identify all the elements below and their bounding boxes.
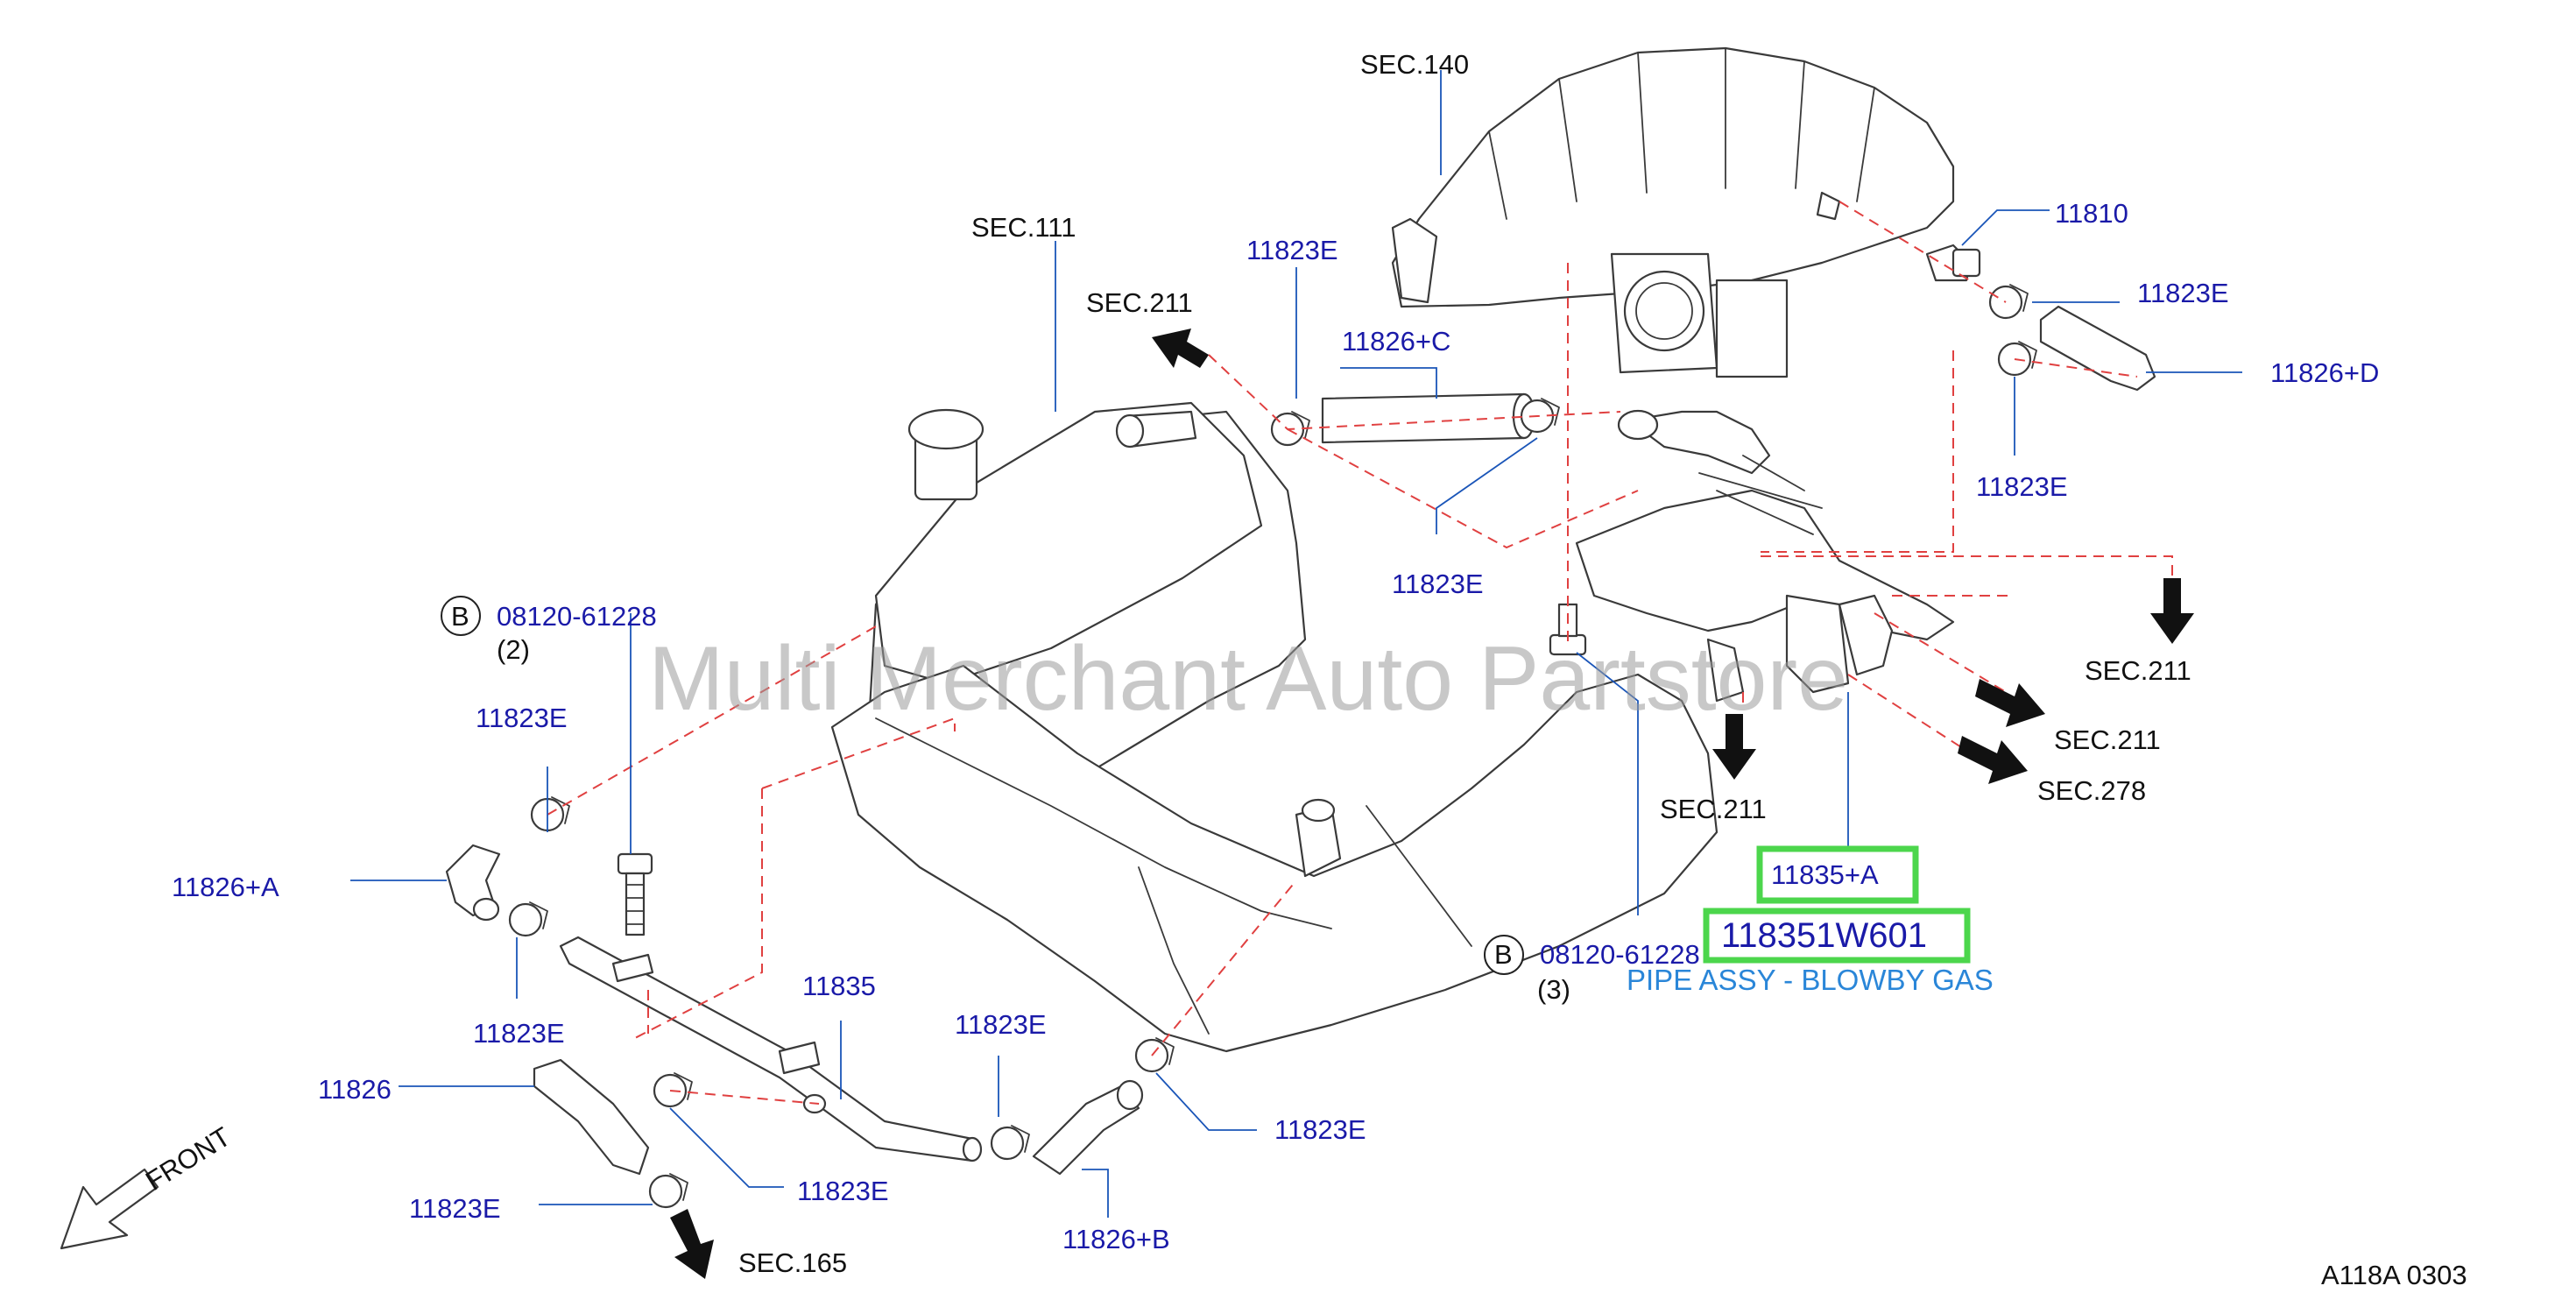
label-sec211-center[interactable]: SEC.211 bbox=[1660, 794, 1767, 824]
label-11826[interactable]: 11826 bbox=[318, 1074, 392, 1105]
highlight-box-118351w601 bbox=[1703, 908, 1971, 964]
arrow-sec211-center bbox=[1712, 714, 1756, 780]
label-bolt-qty-left: (2) bbox=[497, 634, 530, 665]
arrow-sec165 bbox=[670, 1209, 714, 1279]
label-11823e-mid[interactable]: 11823E bbox=[1392, 569, 1484, 599]
diagram-code: A118A 0303 bbox=[2321, 1260, 2467, 1290]
label-11823e-low2[interactable]: 11823E bbox=[409, 1193, 501, 1224]
blowby-pipe-assembly bbox=[1575, 409, 1955, 703]
routing-dashed-lines bbox=[547, 201, 2173, 1105]
clamps bbox=[508, 284, 2037, 1209]
bolt-b-left: B bbox=[451, 601, 469, 632]
pipe-11835 bbox=[559, 936, 983, 1162]
label-11823e-lowright[interactable]: 11823E bbox=[1274, 1114, 1366, 1145]
label-11823e-top[interactable]: 11823E bbox=[1246, 235, 1338, 265]
watermark: Multi Merchant Auto Partstore bbox=[648, 628, 1848, 730]
highlight-box-11835a bbox=[1756, 845, 1919, 904]
hose-11826-a bbox=[445, 844, 501, 922]
label-11823e-left2[interactable]: 11823E bbox=[473, 1018, 565, 1049]
label-bolt-right[interactable]: 08120-61228 bbox=[1540, 939, 1700, 970]
label-11826b[interactable]: 11826+B bbox=[1062, 1224, 1170, 1254]
label-sec111[interactable]: SEC.111 bbox=[971, 212, 1076, 243]
arrow-sec278 bbox=[1958, 736, 2028, 784]
arrow-sec211-top bbox=[1152, 329, 1209, 368]
pcv-valve-11810 bbox=[1925, 244, 1981, 282]
bolt-b-right: B bbox=[1494, 939, 1513, 970]
label-sec211-right[interactable]: SEC.211 bbox=[2085, 655, 2191, 686]
label-sec140[interactable]: SEC.140 bbox=[1360, 49, 1469, 80]
label-11823e-lowmid[interactable]: 11823E bbox=[955, 1009, 1047, 1040]
bolt-callout-circle-left bbox=[441, 596, 481, 636]
front-label: FRONT bbox=[140, 1121, 236, 1197]
label-sec278[interactable]: SEC.278 bbox=[2037, 775, 2146, 806]
label-118351w601[interactable]: 118351W601 bbox=[1721, 916, 1927, 955]
label-bolt-qty-right: (3) bbox=[1537, 974, 1570, 1005]
label-11823e-left1[interactable]: 11823E bbox=[476, 703, 568, 733]
label-11835a[interactable]: 11835+A bbox=[1771, 859, 1879, 890]
leader-lines bbox=[350, 70, 2242, 1218]
arrow-sec211-right bbox=[2150, 578, 2194, 644]
label-bolt-left[interactable]: 08120-61228 bbox=[497, 601, 657, 632]
intake-manifold bbox=[1391, 46, 1955, 378]
label-sec211-top[interactable]: SEC.211 bbox=[1086, 287, 1193, 318]
label-11823e-right1[interactable]: 11823E bbox=[2137, 278, 2229, 308]
hose-11826 bbox=[533, 1058, 650, 1176]
label-11826c[interactable]: 11826+C bbox=[1342, 326, 1450, 357]
arrow-sec211-right2 bbox=[1975, 679, 2045, 727]
hose-11826-d bbox=[2039, 305, 2156, 392]
label-pipe-desc: PIPE ASSY - BLOWBY GAS bbox=[1627, 964, 1994, 996]
direction-arrows bbox=[670, 329, 2194, 1279]
hose-11826-b bbox=[1032, 1079, 1144, 1176]
label-11823e-low1[interactable]: 11823E bbox=[797, 1176, 889, 1206]
label-sec165[interactable]: SEC.165 bbox=[738, 1247, 847, 1278]
label-11810[interactable]: 11810 bbox=[2055, 198, 2128, 229]
label-11826a[interactable]: 11826+A bbox=[172, 872, 279, 902]
bolt-left bbox=[617, 852, 653, 936]
front-arrow: FRONT bbox=[60, 1121, 236, 1250]
label-sec211-right2[interactable]: SEC.211 bbox=[2054, 724, 2161, 755]
label-11835[interactable]: 11835 bbox=[802, 971, 876, 1001]
label-11823e-right2[interactable]: 11823E bbox=[1976, 471, 2068, 502]
bolt-callout-circle-right bbox=[1484, 935, 1524, 975]
label-11826d[interactable]: 11826+D bbox=[2270, 357, 2379, 388]
